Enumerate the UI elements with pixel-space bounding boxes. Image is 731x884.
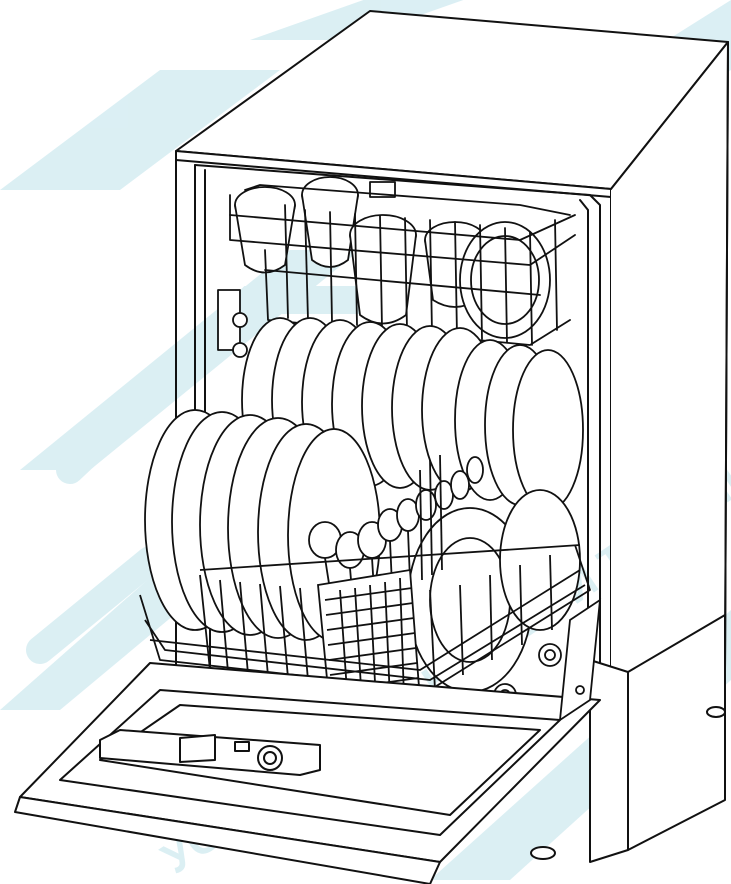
lower-rack-wire: [139, 544, 591, 691]
cutlery-basket: [308, 454, 484, 711]
dishwasher-body: [175, 10, 729, 863]
door-hinge: [558, 598, 602, 722]
open-door: [14, 662, 601, 884]
upper-rack: [217, 176, 576, 358]
